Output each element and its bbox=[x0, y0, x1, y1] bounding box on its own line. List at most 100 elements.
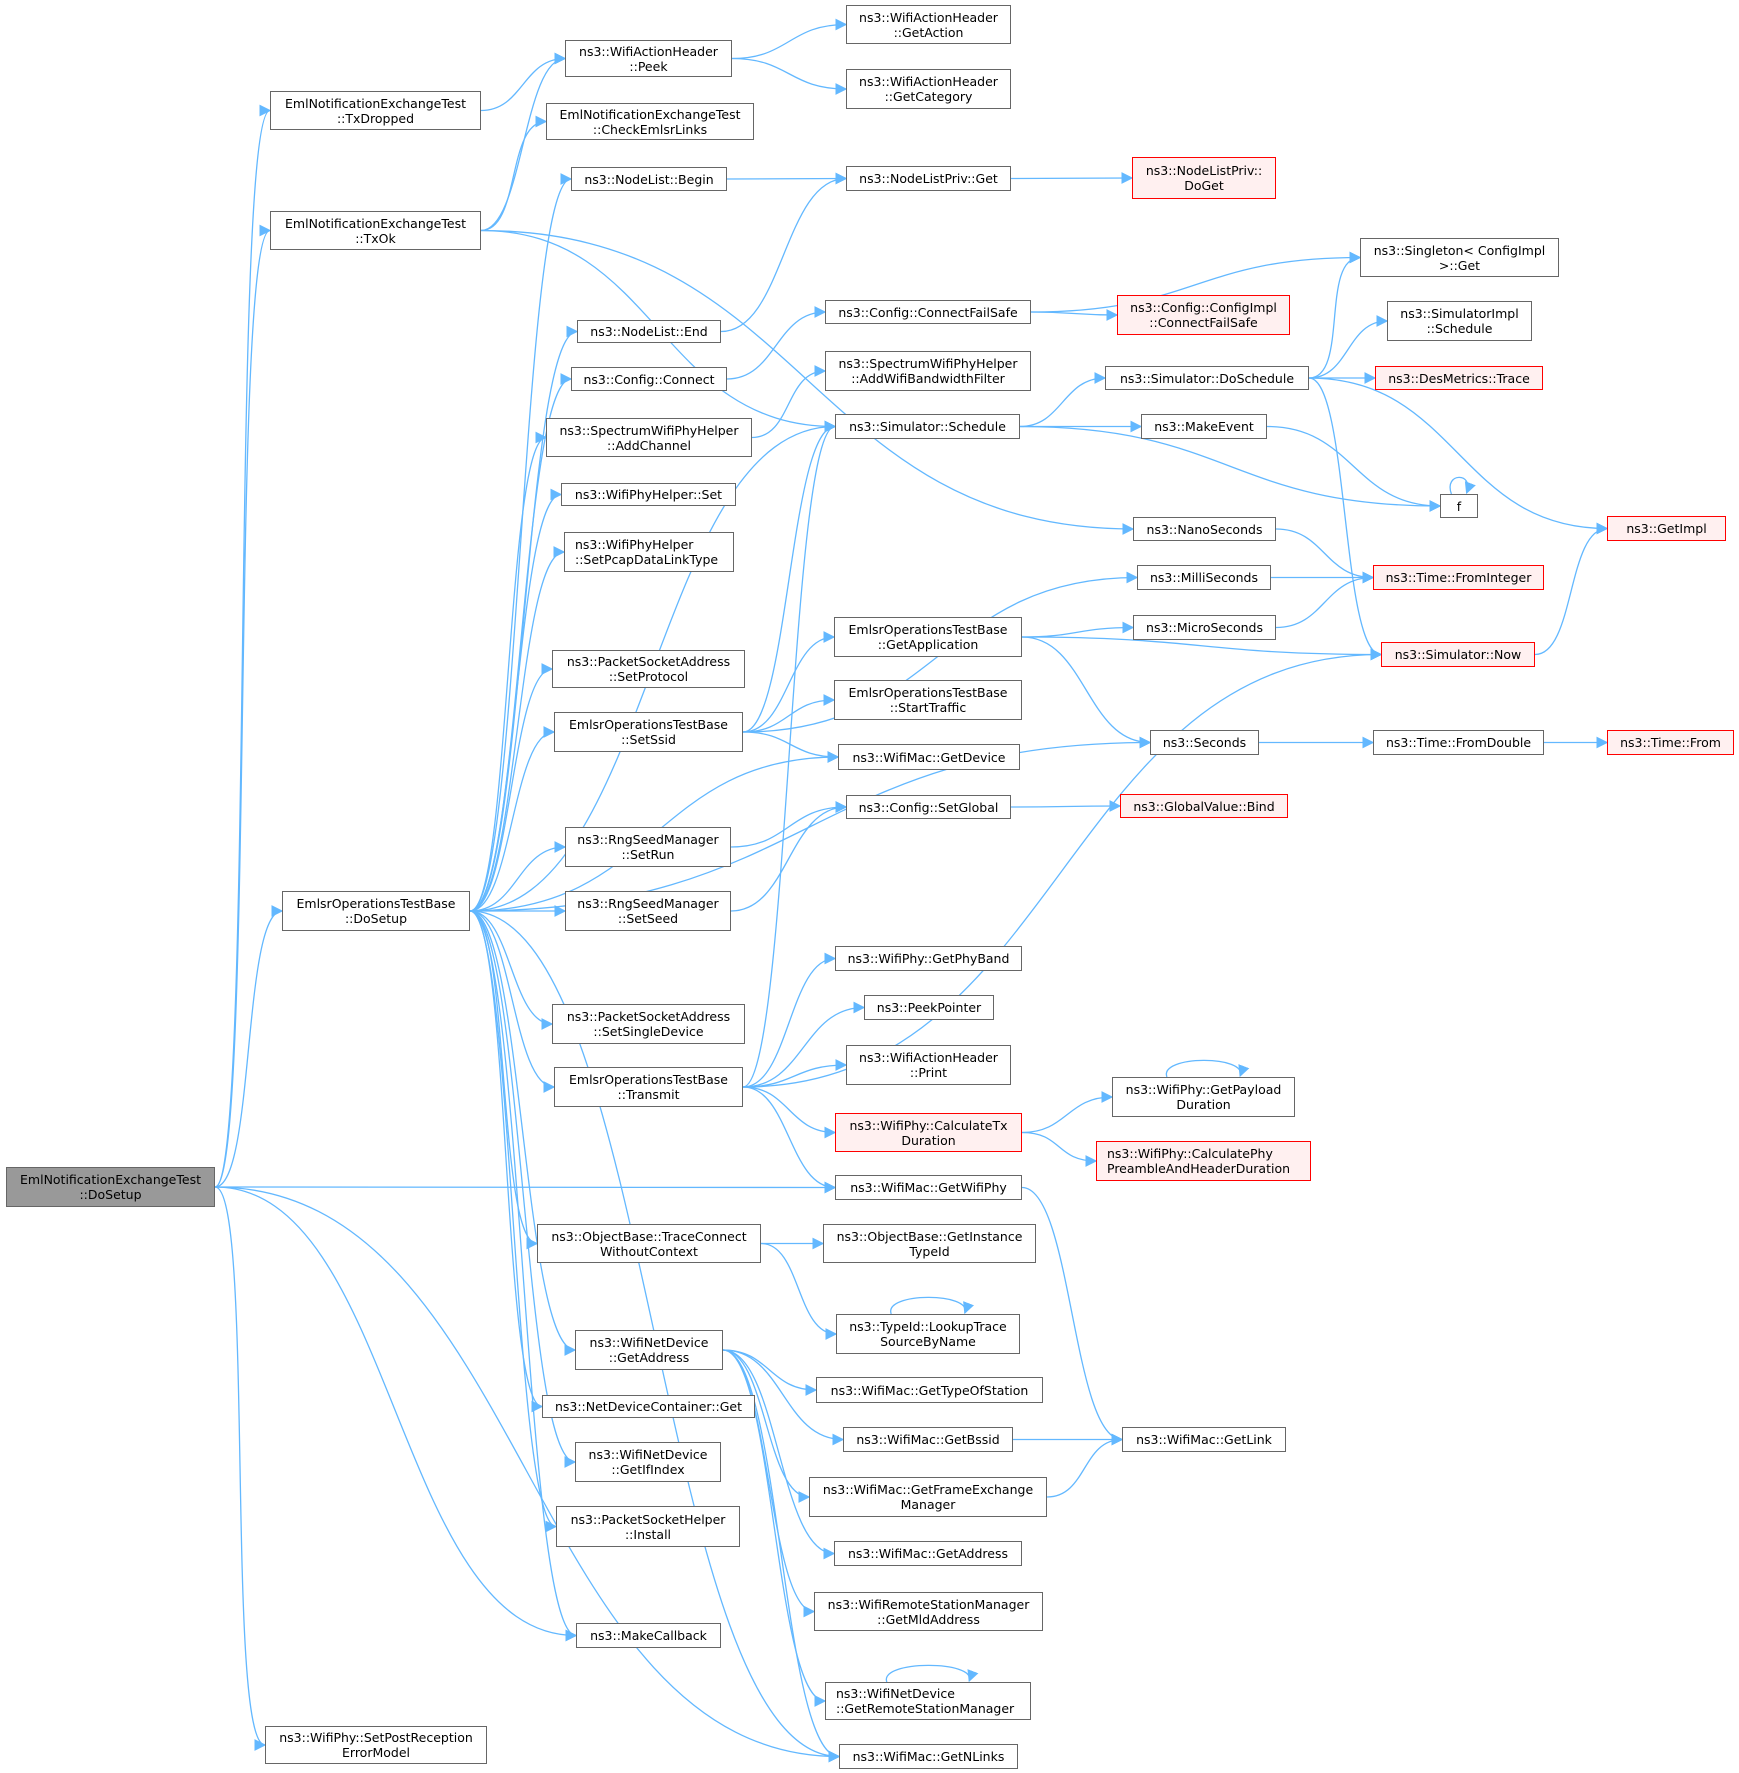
graph-node-getmld[interactable]: ns3::WifiRemoteStationManager::GetMldAdd… bbox=[814, 1592, 1043, 1631]
graph-node-seconds[interactable]: ns3::Seconds bbox=[1150, 730, 1259, 755]
graph-node-transmit[interactable]: EmlsrOperationsTestBase::Transmit bbox=[554, 1067, 743, 1107]
node-label-line: ns3::Time::FromInteger bbox=[1385, 570, 1532, 585]
graph-node-singletonget[interactable]: ns3::Singleton< ConfigImpl>::Get bbox=[1360, 238, 1559, 277]
graph-node-getnlinks[interactable]: ns3::WifiMac::GetNLinks bbox=[839, 1744, 1018, 1769]
graph-node-nlend[interactable]: ns3::NodeList::End bbox=[577, 320, 721, 343]
node-label-line: ns3::WifiPhy::CalculateTx bbox=[849, 1117, 1008, 1133]
graph-node-simnow[interactable]: ns3::Simulator::Now bbox=[1381, 642, 1535, 667]
graph-node-getaction[interactable]: ns3::WifiActionHeader::GetAction bbox=[846, 5, 1011, 44]
graph-node-ndcget[interactable]: ns3::NetDeviceContainer::Get bbox=[542, 1395, 755, 1418]
graph-node-setseed[interactable]: ns3::RngSeedManager::SetSeed bbox=[565, 891, 731, 931]
graph-node-pshinstall[interactable]: ns3::PacketSocketHelper::Install bbox=[556, 1506, 740, 1547]
graph-node-f[interactable]: f bbox=[1440, 494, 1478, 518]
graph-node-getlink[interactable]: ns3::WifiMac::GetLink bbox=[1122, 1427, 1286, 1452]
graph-node-nlpdoget[interactable]: ns3::NodeListPriv::DoGet bbox=[1132, 157, 1276, 199]
edge-emlsrsetup-to-traceconn bbox=[469, 910, 539, 1250]
node-label-line: ns3::NodeListPriv:: bbox=[1145, 163, 1263, 178]
node-label-line: ns3::PacketSocketHelper bbox=[570, 1511, 726, 1527]
graph-node-getbssid[interactable]: ns3::WifiMac::GetBssid bbox=[843, 1427, 1013, 1452]
graph-node-makeevent[interactable]: ns3::MakeEvent bbox=[1141, 414, 1267, 439]
graph-node-checkemlsr[interactable]: EmlNotificationExchangeTest::CheckEmlsrL… bbox=[546, 103, 754, 140]
graph-node-getphyband[interactable]: ns3::WifiPhy::GetPhyBand bbox=[835, 946, 1022, 971]
graph-node-getimpl[interactable]: ns3::GetImpl bbox=[1607, 516, 1726, 541]
graph-node-macgetaddr[interactable]: ns3::WifiMac::GetAddress bbox=[834, 1541, 1022, 1566]
node-label-line: EmlsrOperationsTestBase bbox=[848, 685, 1008, 700]
edge-nanoseconds-to-frominteger bbox=[1275, 528, 1375, 584]
graph-node-emlsrsetup[interactable]: EmlsrOperationsTestBase::DoSetup bbox=[282, 891, 470, 931]
graph-node-simschedule[interactable]: ns3::Simulator::Schedule bbox=[835, 414, 1020, 439]
edge-wndgetaddr-to-getmld bbox=[722, 1349, 816, 1618]
edge-makeevent-to-f bbox=[1266, 425, 1442, 512]
edge-emlsrsetup-to-wndgetaddr bbox=[469, 910, 577, 1356]
graph-node-makecallback[interactable]: ns3::MakeCallback bbox=[576, 1623, 721, 1648]
edge-root-to-txok bbox=[214, 224, 272, 1188]
graph-node-addbwfilter[interactable]: ns3::SpectrumWifiPhyHelper::AddWifiBandw… bbox=[825, 351, 1031, 391]
graph-node-microseconds[interactable]: ns3::MicroSeconds bbox=[1133, 615, 1276, 640]
graph-node-milliseconds[interactable]: ns3::MilliSeconds bbox=[1137, 565, 1271, 590]
graph-node-getdevice[interactable]: ns3::WifiMac::GetDevice bbox=[838, 744, 1020, 770]
graph-node-peek[interactable]: ns3::WifiActionHeader::Peek bbox=[565, 40, 732, 77]
graph-node-setrun[interactable]: ns3::RngSeedManager::SetRun bbox=[565, 827, 731, 867]
graph-node-cfgconnect[interactable]: ns3::Config::Connect bbox=[571, 367, 727, 391]
edge-transmit-to-getwifiphy bbox=[742, 1086, 837, 1194]
graph-node-nanoseconds[interactable]: ns3::NanoSeconds bbox=[1133, 517, 1276, 541]
edge-getrsm-to-getrsm bbox=[886, 1664, 979, 1683]
graph-node-setssid[interactable]: EmlsrOperationsTestBase::SetSsid bbox=[554, 712, 743, 752]
graph-node-nlpget[interactable]: ns3::NodeListPriv::Get bbox=[846, 166, 1011, 191]
node-label-line: ErrorModel bbox=[342, 1745, 410, 1760]
graph-node-doschedule[interactable]: ns3::Simulator::DoSchedule bbox=[1105, 366, 1309, 390]
node-label-line: ::SetSsid bbox=[621, 732, 676, 747]
graph-node-gettypeofsta[interactable]: ns3::WifiMac::GetTypeOfStation bbox=[816, 1377, 1043, 1403]
graph-node-addchannel[interactable]: ns3::SpectrumWifiPhyHelper::AddChannel bbox=[546, 418, 752, 457]
node-label-line: ns3::Simulator::Schedule bbox=[849, 419, 1006, 434]
graph-node-txdropped[interactable]: EmlNotificationExchangeTest::TxDropped bbox=[270, 91, 481, 130]
graph-node-getrsm[interactable]: ns3::WifiNetDevice::GetRemoteStationMana… bbox=[825, 1682, 1031, 1720]
graph-node-nlbegin[interactable]: ns3::NodeList::Begin bbox=[571, 167, 727, 191]
graph-node-getcategory[interactable]: ns3::WifiActionHeader::GetCategory bbox=[846, 69, 1011, 109]
edge-getfem-to-getlink bbox=[1046, 1433, 1124, 1498]
graph-node-setglobal[interactable]: ns3::Config::SetGlobal bbox=[846, 795, 1011, 819]
graph-node-getwifiphy[interactable]: ns3::WifiMac::GetWifiPhy bbox=[835, 1175, 1022, 1200]
graph-node-root[interactable]: EmlNotificationExchangeTest::DoSetup bbox=[6, 1167, 215, 1207]
edge-microseconds-to-frominteger bbox=[1275, 571, 1375, 629]
graph-node-setprotocol[interactable]: ns3::PacketSocketAddress::SetProtocol bbox=[552, 650, 745, 688]
node-label-line: ::SetSeed bbox=[617, 911, 679, 926]
graph-node-peekpointer[interactable]: ns3::PeekPointer bbox=[864, 995, 994, 1020]
node-label-line: ns3::Seconds bbox=[1162, 735, 1247, 750]
graph-node-frominteger[interactable]: ns3::Time::FromInteger bbox=[1373, 565, 1544, 590]
graph-node-wahprint[interactable]: ns3::WifiActionHeader::Print bbox=[846, 1045, 1011, 1085]
graph-node-gvbind[interactable]: ns3::GlobalValue::Bind bbox=[1120, 794, 1288, 818]
edge-setseed-to-setglobal bbox=[730, 801, 848, 912]
graph-node-setsingle[interactable]: ns3::PacketSocketAddress::SetSingleDevic… bbox=[552, 1004, 745, 1044]
graph-node-wphset[interactable]: ns3::WifiPhyHelper::Set bbox=[561, 483, 736, 506]
graph-node-getifindex[interactable]: ns3::WifiNetDevice::GetIfIndex bbox=[575, 1442, 721, 1482]
graph-node-cfgimplcfs[interactable]: ns3::Config::ConfigImpl::ConnectFailSafe bbox=[1117, 295, 1290, 335]
node-label-line: EmlNotificationExchangeTest bbox=[285, 95, 466, 111]
node-label-line: ::StartTraffic bbox=[889, 700, 967, 715]
graph-node-fromdouble[interactable]: ns3::Time::FromDouble bbox=[1373, 730, 1544, 755]
graph-node-getapp[interactable]: EmlsrOperationsTestBase::GetApplication bbox=[834, 617, 1022, 657]
graph-node-connfailsafe[interactable]: ns3::Config::ConnectFailSafe bbox=[825, 300, 1031, 324]
graph-node-starttraffic[interactable]: EmlsrOperationsTestBase::StartTraffic bbox=[834, 680, 1022, 720]
graph-node-txok[interactable]: EmlNotificationExchangeTest::TxOk bbox=[270, 211, 481, 250]
node-label-line: EmlNotificationExchangeTest bbox=[559, 106, 741, 122]
graph-node-desmetrics[interactable]: ns3::DesMetrics::Trace bbox=[1375, 366, 1543, 390]
graph-node-simimplsched[interactable]: ns3::SimulatorImpl::Schedule bbox=[1387, 301, 1532, 341]
graph-node-setpcap[interactable]: ns3::WifiPhyHelper::SetPcapDataLinkType bbox=[564, 532, 734, 572]
node-label-line: ::DoSetup bbox=[79, 1187, 142, 1202]
node-label-line: ns3::Config::ConnectFailSafe bbox=[838, 304, 1018, 320]
graph-node-wndgetaddr[interactable]: ns3::WifiNetDevice::GetAddress bbox=[575, 1330, 723, 1370]
graph-node-timefrom[interactable]: ns3::Time::From bbox=[1607, 730, 1734, 755]
edge-calctx-to-getpayload bbox=[1021, 1091, 1114, 1134]
node-label-line: EmlNotificationExchangeTest bbox=[285, 215, 466, 231]
node-label-line: ns3::NodeList::End bbox=[590, 324, 708, 339]
